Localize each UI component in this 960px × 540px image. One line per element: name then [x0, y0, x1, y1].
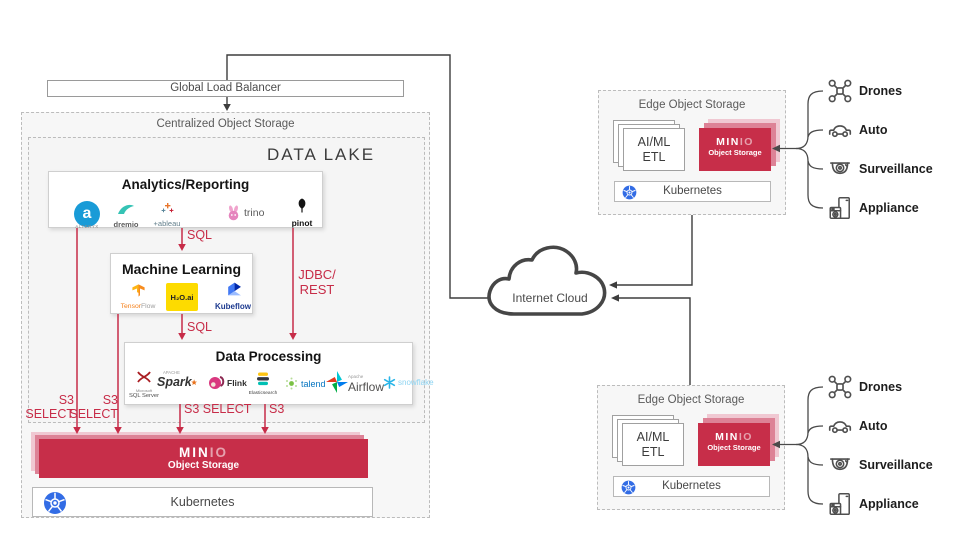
- ml-title: Machine Learning: [121, 261, 242, 277]
- edge-title-top: Edge Object Storage: [638, 99, 746, 111]
- kubeflow-logo: Kubeflow: [213, 281, 253, 311]
- spark-logo: APACHE Spark: [157, 370, 197, 389]
- appliance-icon: [827, 195, 853, 221]
- data-processing-box: Data Processing Microsoft SQL Server APA…: [124, 342, 434, 405]
- kubernetes-icon: [622, 185, 637, 200]
- appliance-icon: [827, 491, 853, 517]
- car-icon: [827, 413, 853, 439]
- car-icon: [827, 117, 853, 143]
- sqlserver-icon: [137, 371, 151, 383]
- talend-logo: talend: [285, 377, 326, 390]
- tableau-logo: +ableau: [151, 201, 183, 228]
- edge-kubernetes-bar-top: Kubernetes: [614, 181, 771, 202]
- global-load-balancer: Global Load Balancer: [47, 80, 404, 97]
- dp-title: Data Processing: [215, 349, 322, 364]
- minio-object-storage-bar: MINIO Object Storage: [39, 439, 368, 478]
- dremio-logo: dremio: [106, 202, 146, 229]
- snowflake-logo: snowflake: [383, 376, 434, 389]
- edge-title-bottom: Edge Object Storage: [637, 394, 745, 406]
- label-s3-4: S3: [269, 402, 285, 416]
- h2o-logo: H₂O.ai: [166, 283, 198, 311]
- kubernetes-bar: Kubernetes: [32, 487, 373, 517]
- alteryx-label: ALTERYX: [75, 224, 99, 229]
- device-surveillance-top: Surveillance: [827, 156, 933, 182]
- device-auto-bottom: Auto: [827, 413, 887, 439]
- device-appliance-top: Appliance: [827, 195, 919, 221]
- machine-learning-box: Machine Learning TensorFlow H₂O.ai Kubef…: [110, 253, 253, 314]
- device-drones-top: Drones: [827, 78, 902, 104]
- dremio-icon: [118, 204, 134, 214]
- flink-icon: [209, 376, 225, 389]
- analytics-title: Analytics/Reporting: [121, 177, 250, 192]
- kubernetes-icon: [43, 491, 67, 515]
- elasticsearch-icon: [257, 372, 269, 386]
- flink-logo: Flink: [208, 375, 247, 390]
- surveillance-camera-icon: [827, 452, 853, 478]
- snowflake-icon: [383, 376, 396, 389]
- alteryx-logo: a: [74, 201, 100, 227]
- tableau-icon: [161, 203, 173, 213]
- trino-logo: trino: [226, 205, 264, 221]
- label-sql-top: SQL: [187, 228, 213, 242]
- kubeflow-icon: [227, 282, 241, 296]
- label-sql-mid: SQL: [187, 320, 213, 334]
- drone-icon: [827, 374, 853, 400]
- surveillance-camera-icon: [827, 156, 853, 182]
- device-appliance-bottom: Appliance: [827, 491, 919, 517]
- analytics-reporting-box: Analytics/Reporting a ALTERYX dremio +ab…: [48, 171, 323, 229]
- data-lake-label: DATA LAKE: [267, 145, 376, 164]
- pinot-icon: [298, 198, 306, 213]
- minio-wordmark: MINIO: [178, 445, 228, 460]
- talend-icon: [286, 377, 297, 390]
- device-surveillance-bottom: Surveillance: [827, 452, 933, 478]
- device-drones-bottom: Drones: [827, 374, 902, 400]
- label-s3-select-3: S3 SELECT: [184, 402, 252, 416]
- airflow-icon: [326, 371, 348, 393]
- internet-cloud-label: Internet Cloud: [512, 291, 588, 305]
- label-jdbc-rest: JDBC/REST: [298, 267, 336, 297]
- pinot-logo: pinot: [290, 198, 314, 228]
- minio-sub-label: Object Storage: [167, 460, 240, 471]
- centralized-object-storage: Centralized Object Storage DATA LAKE Ana…: [21, 112, 434, 518]
- edge-kubernetes-bar-bottom: Kubernetes: [613, 476, 770, 497]
- global-load-balancer-label: Global Load Balancer: [170, 82, 281, 94]
- device-auto-top: Auto: [827, 117, 887, 143]
- kubernetes-label: Kubernetes: [170, 495, 235, 509]
- centralized-title: Centralized Object Storage: [156, 118, 295, 130]
- trino-icon: [228, 205, 239, 221]
- tensorflow-icon: [131, 284, 145, 297]
- tensorflow-logo: TensorFlow: [115, 283, 161, 310]
- airflow-logo: Apache Airflow: [326, 371, 384, 393]
- drone-icon: [827, 78, 853, 104]
- elasticsearch-logo: Elasticsearch: [247, 372, 279, 396]
- spark-star-icon: [190, 378, 197, 385]
- edge-minio-card-bottom: MINIO Object Storage: [698, 423, 770, 466]
- sqlserver-logo: Microsoft SQL Server: [128, 371, 160, 399]
- kubernetes-icon: [621, 480, 636, 495]
- edge-minio-card-top: MINIO Object Storage: [699, 128, 771, 171]
